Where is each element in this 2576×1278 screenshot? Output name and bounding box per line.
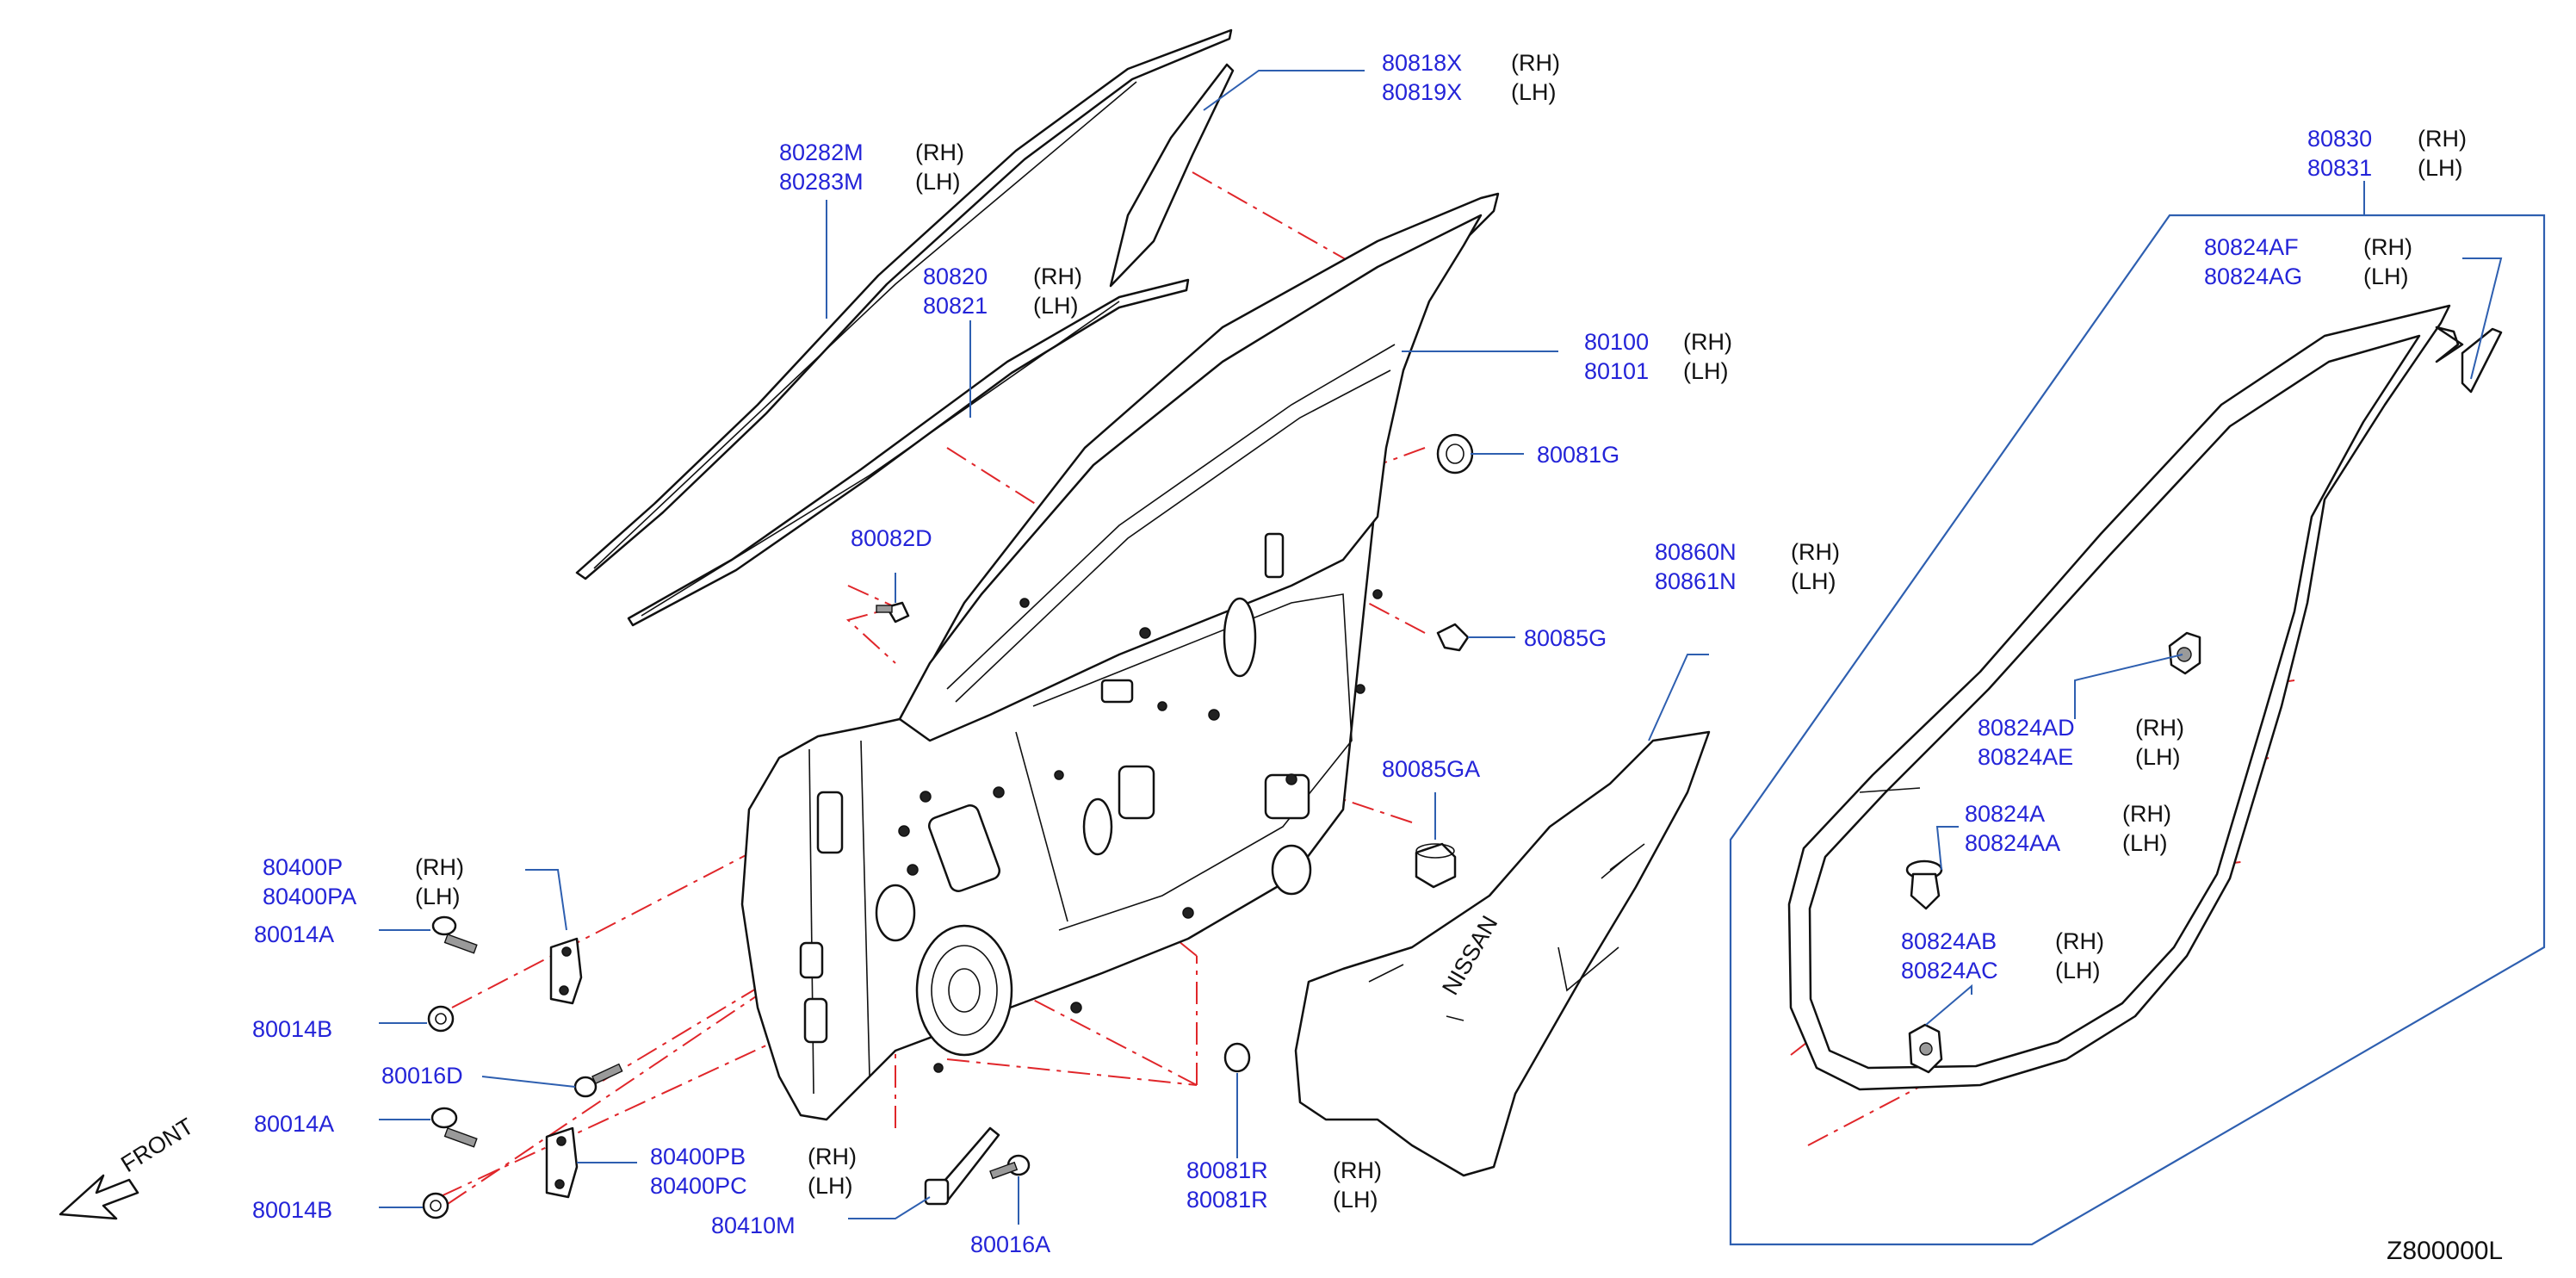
part-number[interactable]: 80819X	[1382, 79, 1462, 105]
side-label: (LH)	[2418, 155, 2463, 181]
side-label: (RH)	[415, 854, 464, 880]
part-number[interactable]: 80082D	[851, 525, 932, 551]
part-number[interactable]: 80016D	[381, 1063, 463, 1089]
side-label: (RH)	[2418, 126, 2467, 152]
part-number[interactable]: 80824AC	[1901, 958, 1998, 983]
sash-molding-part	[1109, 63, 1235, 288]
side-label: (LH)	[1791, 568, 1836, 594]
side-label: (RH)	[1033, 264, 1082, 289]
side-label: (LH)	[2055, 958, 2101, 983]
bolt-a-upper-part	[431, 915, 478, 954]
door-panel-part	[740, 192, 1500, 1121]
check-link-part	[924, 1126, 1000, 1206]
part-number[interactable]: 80282M	[779, 140, 864, 165]
part-number[interactable]: 80016A	[970, 1231, 1050, 1257]
side-label: (LH)	[1033, 293, 1079, 319]
part-number[interactable]: 80081R	[1186, 1157, 1268, 1183]
part-number[interactable]: 80081G	[1537, 442, 1619, 468]
part-number[interactable]: 80400PB	[650, 1144, 746, 1169]
bolt-a-lower-part	[430, 1107, 478, 1148]
bolt-d-part	[573, 1063, 623, 1098]
part-number[interactable]: 80100	[1584, 329, 1649, 355]
part-number[interactable]: 80085GA	[1382, 756, 1480, 782]
part-number[interactable]: 80400P	[263, 854, 343, 880]
bolt-small-part	[876, 601, 910, 623]
callout-labels: 80818X 80819X (RH) (LH) 80282M 80283M (R…	[252, 50, 2467, 1257]
part-number[interactable]: 80410M	[711, 1213, 796, 1238]
side-label: (LH)	[2363, 264, 2409, 289]
part-number[interactable]: 80400PC	[650, 1173, 747, 1199]
part-number[interactable]: 80824AE	[1978, 744, 2073, 770]
part-number[interactable]: 80400PA	[263, 884, 356, 909]
side-label: (RH)	[2122, 801, 2171, 827]
side-label: (RH)	[1511, 50, 1560, 76]
side-label: (LH)	[915, 169, 961, 195]
side-label: (LH)	[2122, 830, 2168, 856]
hinge-upper-part	[549, 937, 583, 1005]
weatherstrip-frame	[1729, 214, 2546, 1246]
sealing-screen-part: NISSAN	[1294, 730, 1711, 1177]
weatherstrip-part	[1787, 304, 2464, 1091]
part-number[interactable]: 80014B	[252, 1197, 332, 1223]
part-number[interactable]: 80824AB	[1901, 928, 1997, 954]
part-number[interactable]: 80085G	[1524, 625, 1607, 651]
ws-clip-ad-part	[2168, 631, 2201, 675]
side-label: (RH)	[915, 140, 964, 165]
plug-bottom-part	[1223, 1042, 1251, 1073]
part-number[interactable]: 80014B	[252, 1016, 332, 1042]
side-label: (LH)	[1333, 1187, 1378, 1213]
ws-clip-a-part	[1905, 859, 1943, 910]
bumper-door-part	[1415, 842, 1457, 889]
part-number[interactable]: 80824A	[1965, 801, 2045, 827]
hinge-lower-part	[545, 1126, 579, 1199]
side-label: (LH)	[808, 1173, 853, 1199]
side-label: (RH)	[1333, 1157, 1382, 1183]
side-label: (RH)	[1791, 539, 1840, 565]
side-label: (RH)	[808, 1144, 857, 1169]
side-label: (LH)	[415, 884, 461, 909]
part-number[interactable]: 80861N	[1655, 568, 1737, 594]
front-arrow-icon	[59, 1174, 139, 1220]
side-label: (RH)	[2363, 234, 2412, 260]
part-number[interactable]: 80820	[923, 264, 988, 289]
side-label: (LH)	[1683, 358, 1729, 384]
side-label: (RH)	[2135, 715, 2184, 741]
part-number[interactable]: 80830	[2307, 126, 2372, 152]
part-number[interactable]: 80824AG	[2204, 264, 2302, 289]
part-number[interactable]: 80014A	[254, 1111, 334, 1137]
side-label: (LH)	[1511, 79, 1557, 105]
part-number[interactable]: 80824AF	[2204, 234, 2299, 260]
part-number[interactable]: 80860N	[1655, 539, 1737, 565]
part-number[interactable]: 80283M	[779, 169, 864, 195]
part-number[interactable]: 80081R	[1186, 1187, 1268, 1213]
side-label: (LH)	[2135, 744, 2181, 770]
part-number[interactable]: 80821	[923, 293, 988, 319]
ws-clip-ab-part	[1908, 1023, 1943, 1074]
leader-lines	[379, 70, 2503, 1225]
weatherstrip-outer-part	[627, 278, 1190, 627]
part-number[interactable]: 80824AA	[1965, 830, 2060, 856]
plug-top-part	[1436, 433, 1474, 475]
nut-b-upper-part	[427, 1005, 455, 1033]
part-number[interactable]: 80101	[1584, 358, 1649, 384]
side-label: (RH)	[1683, 329, 1732, 355]
part-number[interactable]: 80831	[2307, 155, 2372, 181]
nut-b-lower-part	[422, 1192, 449, 1219]
part-number[interactable]: 80014A	[254, 921, 334, 947]
part-number[interactable]: 80824AD	[1978, 715, 2075, 741]
part-number[interactable]: 80818X	[1382, 50, 1462, 76]
front-label: FRONT	[116, 1113, 198, 1177]
bumper-rubber-part	[1436, 623, 1470, 652]
diagram-code: Z800000L	[2387, 1237, 2503, 1265]
side-label: (RH)	[2055, 928, 2104, 954]
bolt-a16-part	[989, 1154, 1031, 1180]
outer-molding-part	[575, 28, 1233, 580]
